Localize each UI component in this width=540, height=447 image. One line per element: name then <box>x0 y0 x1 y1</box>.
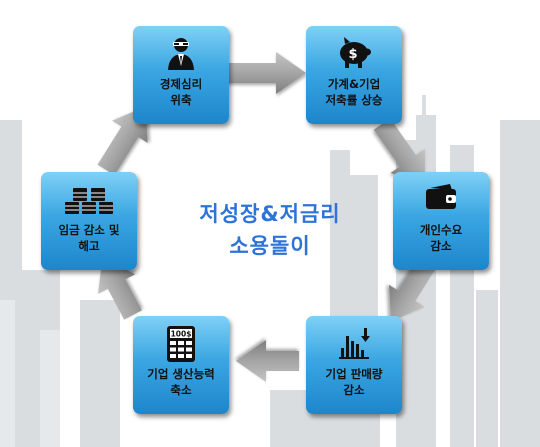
node-label-line2: 위축 <box>170 93 192 107</box>
piggy-bank-icon: $ <box>306 36 402 70</box>
node-label-line1: 개인수요 <box>419 223 463 237</box>
coins-icon <box>41 182 137 216</box>
arrow-consumption-to-sales <box>388 256 437 322</box>
node-label-line1: 임금 감소 및 <box>58 223 120 237</box>
node-label-line1: 기업 생산능력 <box>147 367 215 381</box>
node-sales-volume: 기업 판매량 감소 <box>306 316 402 414</box>
node-personal-demand: 개인수요 감소 <box>393 172 489 270</box>
arrow-sales-to-production <box>236 340 299 382</box>
node-label-line2: 축소 <box>170 383 192 397</box>
arrow-production-to-wages <box>98 257 142 320</box>
center-title-line1: 저성장&저금리 <box>199 202 341 226</box>
node-label-line2: 감소 <box>430 239 452 253</box>
node-label-line1: 기업 판매량 <box>325 367 383 381</box>
calculator-icon: 100$ <box>133 326 229 362</box>
wallet-icon <box>393 182 489 216</box>
calculator-display: 100$ <box>171 330 192 339</box>
center-title-line2: 소용돌이 <box>229 234 311 258</box>
node-label-line2: 감소 <box>343 383 365 397</box>
node-label-line1: 경제심리 <box>159 77 203 91</box>
person-icon <box>133 36 229 70</box>
node-label-line2: 저축률 상승 <box>325 93 383 107</box>
bar-chart-icon <box>306 326 402 360</box>
svg-text:$: $ <box>348 47 357 62</box>
node-wage-cuts: 임금 감소 및 해고 <box>41 172 137 270</box>
arrow-economy-to-savings <box>226 52 306 94</box>
node-economic-sentiment: 경제심리 위축 <box>133 26 229 124</box>
node-production-capacity: 100$ 기업 생산능력 축소 <box>133 316 229 414</box>
node-label-line1: 가계&기업 <box>327 77 381 91</box>
node-label-line2: 해고 <box>78 239 100 253</box>
arrow-savings-to-consumption <box>373 118 426 186</box>
node-savings-rate: $ 가계&기업 저축률 상승 <box>306 26 402 124</box>
arrow-wages-to-economy <box>97 106 148 176</box>
